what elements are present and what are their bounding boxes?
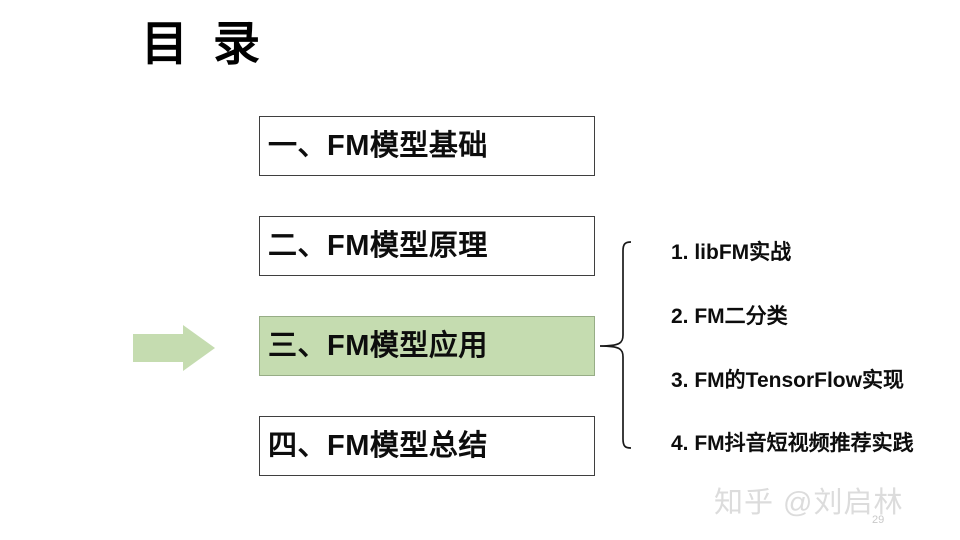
subsection-item-3[interactable]: 3. FM的TensorFlow实现: [671, 369, 904, 392]
subsection-item-1[interactable]: 1. libFM实战: [671, 241, 792, 264]
chapter-label-1: 一、FM模型基础: [268, 129, 488, 162]
page-title: 目 录: [141, 17, 267, 70]
subsection-item-2[interactable]: 2. FM二分类: [671, 305, 788, 328]
chapter-box-4[interactable]: 四、FM模型总结: [259, 416, 595, 476]
chapter-box-2[interactable]: 二、FM模型原理: [259, 216, 595, 276]
right-arrow-icon: [131, 324, 217, 372]
chapter-label-2: 二、FM模型原理: [268, 229, 488, 262]
chapter-box-1[interactable]: 一、FM模型基础: [259, 116, 595, 176]
chapter-box-3[interactable]: 三、FM模型应用: [259, 316, 595, 376]
watermark: 知乎 @刘启林: [714, 487, 904, 519]
chapter-label-4: 四、FM模型总结: [268, 429, 488, 462]
curly-brace-icon: [598, 240, 632, 450]
chapter-label-3: 三、FM模型应用: [268, 329, 488, 362]
subsection-item-4[interactable]: 4. FM抖音短视频推荐实践: [671, 432, 914, 455]
page-number: 29: [872, 514, 885, 526]
